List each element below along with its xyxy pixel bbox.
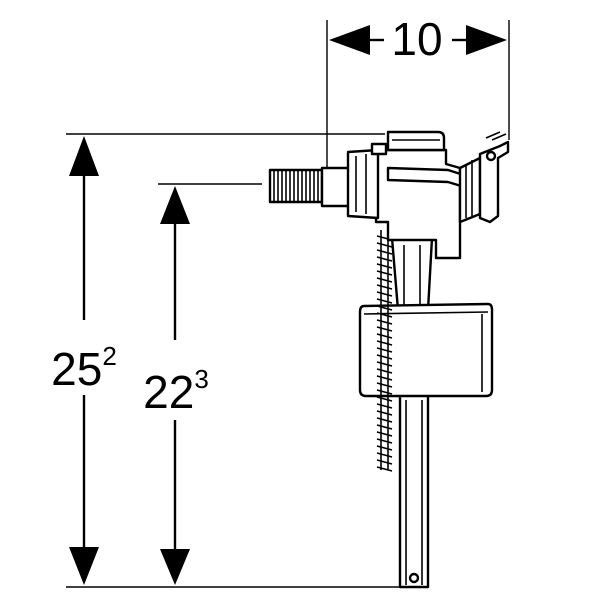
valve-neck [390,236,434,312]
dimension-height-total: 252 [51,133,410,588]
arrow-right [466,25,507,55]
arrow-left [329,25,370,55]
spring-coil [376,326,393,332]
spring-coil [376,438,393,444]
spring-coil [376,354,393,360]
dimension-label-width: 10 [391,13,442,65]
valve-cap [386,130,446,152]
arrow-up-total [69,136,99,176]
spring-rod [376,230,393,472]
spring-coil [376,340,393,346]
spring-coil [376,298,393,304]
float-box [358,302,494,398]
spring-coil [376,375,393,381]
spring-coil [376,431,393,437]
spring-coil [376,277,393,283]
spring-coil [376,270,393,276]
dimension-width-top: 10 [326,13,510,200]
spring-coil [376,396,393,402]
dimension-height-inlet: 223 [143,183,262,585]
spring-coil [376,333,393,339]
spring-coil [376,389,393,395]
outlet-cylinder [458,156,482,224]
spring-coil [376,452,393,458]
spring-coil [376,459,393,465]
arrow-down-total [69,547,99,585]
spring-coil [376,256,393,262]
spring-coil [376,424,393,430]
lever-clip [478,140,510,224]
fill-valve [268,130,510,589]
spring-coil [376,417,393,423]
spring-coil [376,445,393,451]
dimension-label-total-height: 252 [51,341,117,395]
spring-coil [376,291,393,297]
spring-coil [376,403,393,409]
spring-coil [376,347,393,353]
spring-coil [376,382,393,388]
spring-coil [376,242,393,248]
spring-coil [376,361,393,367]
spring-coil [376,466,393,472]
valve-tube [398,393,430,589]
spring-coil [376,263,393,269]
spring-coil [376,305,393,311]
arrow-up-inlet [160,186,190,224]
spring-coil [376,249,393,255]
arrow-down-inlet [160,549,190,585]
spring-coil [376,368,393,374]
spring-coil [376,319,393,325]
spring-coil [376,284,393,290]
spring-coil [376,410,393,416]
dimension-label-inlet-height: 223 [143,364,209,418]
inlet-body [346,148,380,220]
spring-coil [376,312,393,318]
